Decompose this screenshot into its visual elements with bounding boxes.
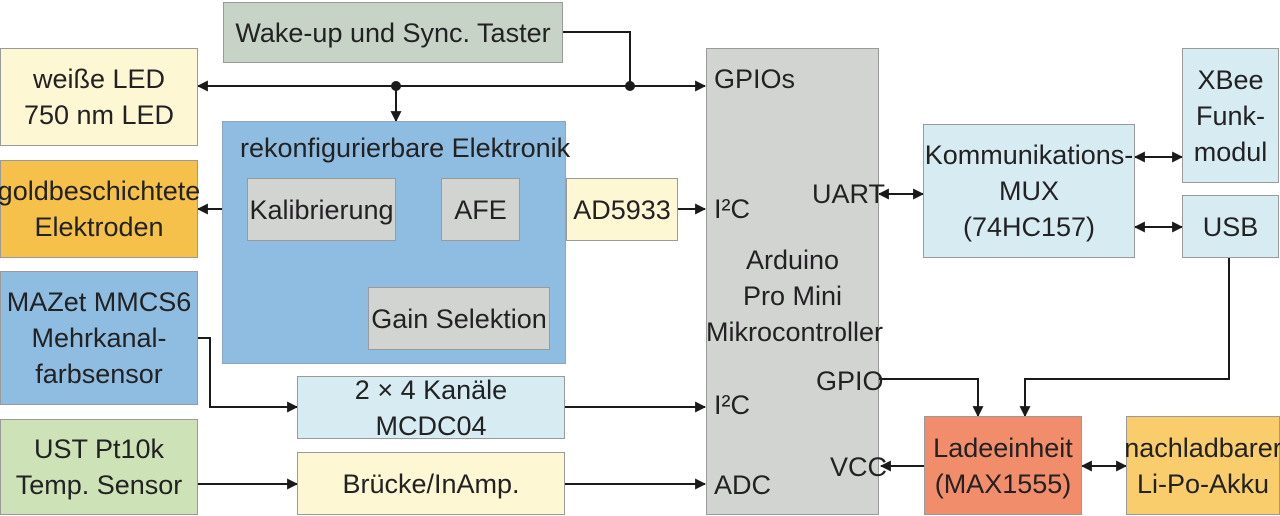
- xbee-block: XBee Funk- modul: [1182, 48, 1279, 183]
- battery-block: nachladbarer Li-Po-Akku: [1124, 416, 1280, 515]
- microcontroller-label: Arduino Pro Mini Mikrocontroller: [706, 245, 884, 347]
- charger-block: Ladeeinheit (MAX1555): [924, 416, 1082, 515]
- gain-selection-block: Gain Selektion: [368, 287, 550, 350]
- ad5933-block: AD5933: [566, 178, 678, 241]
- bridge-inamp-block: Brücke/InAmp.: [297, 452, 565, 515]
- pin-gpios: GPIOs: [714, 64, 796, 94]
- junction-dot-wakeup: [625, 81, 635, 91]
- color-sensor-block: MAZet MMCS6 Mehrkanal- farbsensor: [0, 271, 198, 405]
- colorsensor-mcdc-wire: [198, 337, 299, 413]
- usb-block: USB: [1182, 195, 1279, 258]
- pin-vcc: VCC: [830, 452, 888, 482]
- wakeup-wire: [562, 31, 631, 86]
- mcdc04-block: 2 × 4 Kanäle MCDC04: [297, 375, 565, 441]
- pin-i2c-top: I²C: [714, 194, 750, 224]
- pin-i2c-bottom: I²C: [714, 390, 750, 420]
- microcontroller-block: [706, 48, 879, 515]
- electrodes-block: goldbeschichtete Elektroden: [0, 160, 200, 258]
- pin-uart: UART: [812, 179, 886, 209]
- afe-block: AFE: [441, 178, 520, 241]
- usb-charger-wire: [1019, 258, 1230, 418]
- communication-mux-block: Kommunikations- MUX (74HC157): [923, 124, 1135, 258]
- calibration-block: Kalibrierung: [247, 178, 396, 241]
- pin-gpio: GPIO: [816, 366, 884, 396]
- pin-adc: ADC: [714, 470, 772, 500]
- gpio-charger-wire: [879, 378, 984, 418]
- wakeup-button-block: Wake-up und Sync. Taster: [223, 2, 563, 63]
- led-block: weiße LED 750 nm LED: [0, 48, 198, 146]
- temperature-sensor-block: UST Pt10k Temp. Sensor: [0, 419, 198, 515]
- reconfigurable-electronics-title: rekonfigurierbare Elektronik: [240, 133, 571, 163]
- junction-dot-bus: [391, 81, 401, 91]
